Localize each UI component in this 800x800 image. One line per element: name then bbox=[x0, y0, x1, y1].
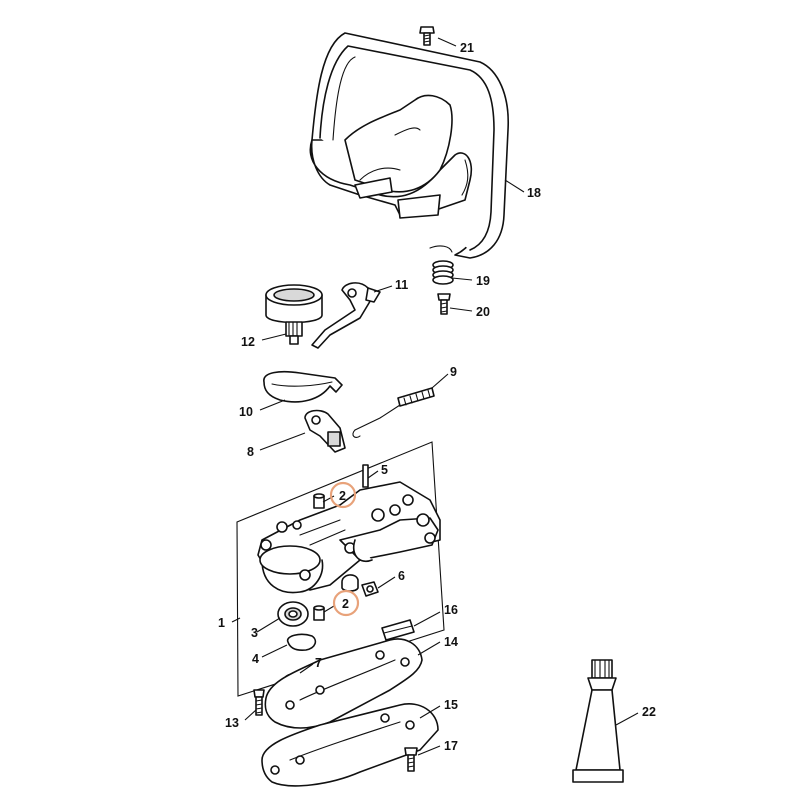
callout-18[interactable]: 18 bbox=[527, 186, 541, 200]
callout-21[interactable]: 21 bbox=[460, 41, 474, 55]
highlight-ring-2-lower bbox=[332, 589, 360, 617]
leader-lines bbox=[231, 37, 639, 756]
plug-6-part bbox=[341, 574, 379, 597]
spring-19-part bbox=[429, 245, 454, 285]
callout-9[interactable]: 9 bbox=[450, 365, 457, 379]
callout-13[interactable]: 13 bbox=[225, 716, 239, 730]
callout-6[interactable]: 6 bbox=[398, 569, 405, 583]
screw-13-part bbox=[253, 689, 265, 716]
sleeve-2-lower-part bbox=[313, 605, 325, 621]
callout-14[interactable]: 14 bbox=[444, 635, 458, 649]
callout-19[interactable]: 19 bbox=[476, 274, 490, 288]
callout-22[interactable]: 22 bbox=[642, 705, 656, 719]
gasket-14-part bbox=[264, 638, 423, 729]
callout-2-upper[interactable]: 2 bbox=[339, 489, 346, 503]
bearing-3-part bbox=[277, 601, 309, 627]
cover-plate-15-part bbox=[261, 703, 439, 787]
callout-16[interactable]: 16 bbox=[444, 603, 458, 617]
callout-12[interactable]: 12 bbox=[241, 335, 255, 349]
callout-1[interactable]: 1 bbox=[218, 616, 225, 630]
callout-20[interactable]: 20 bbox=[476, 305, 490, 319]
callout-7[interactable]: 7 bbox=[315, 656, 322, 670]
lever-11-part bbox=[311, 282, 381, 349]
link-8-part bbox=[304, 409, 346, 453]
callout-15[interactable]: 15 bbox=[444, 698, 458, 712]
screw-17-part bbox=[404, 747, 418, 772]
handle-bar-part bbox=[309, 32, 509, 259]
callout-2-lower[interactable]: 2 bbox=[342, 597, 349, 611]
sleeve-2-upper-part bbox=[313, 493, 325, 509]
callout-10[interactable]: 10 bbox=[239, 405, 253, 419]
screw-21-part bbox=[419, 26, 435, 46]
callout-3[interactable]: 3 bbox=[251, 626, 258, 640]
grease-tube-22-part bbox=[572, 659, 624, 783]
highlight-ring-2-upper bbox=[329, 481, 357, 509]
pin-5-part bbox=[362, 464, 369, 488]
clip-16-part bbox=[381, 619, 415, 641]
callout-5[interactable]: 5 bbox=[381, 463, 388, 477]
screw-20-part bbox=[437, 293, 451, 315]
callout-11[interactable]: 11 bbox=[395, 278, 408, 292]
bracket-10-part bbox=[263, 370, 343, 403]
callout-4[interactable]: 4 bbox=[252, 652, 259, 666]
drum-12-part bbox=[265, 284, 323, 345]
callout-8[interactable]: 8 bbox=[247, 445, 254, 459]
spring-9-part bbox=[352, 387, 435, 438]
circlip-4-part bbox=[286, 633, 317, 651]
callout-17[interactable]: 17 bbox=[444, 739, 458, 753]
gear-housing-1-part bbox=[257, 481, 441, 594]
